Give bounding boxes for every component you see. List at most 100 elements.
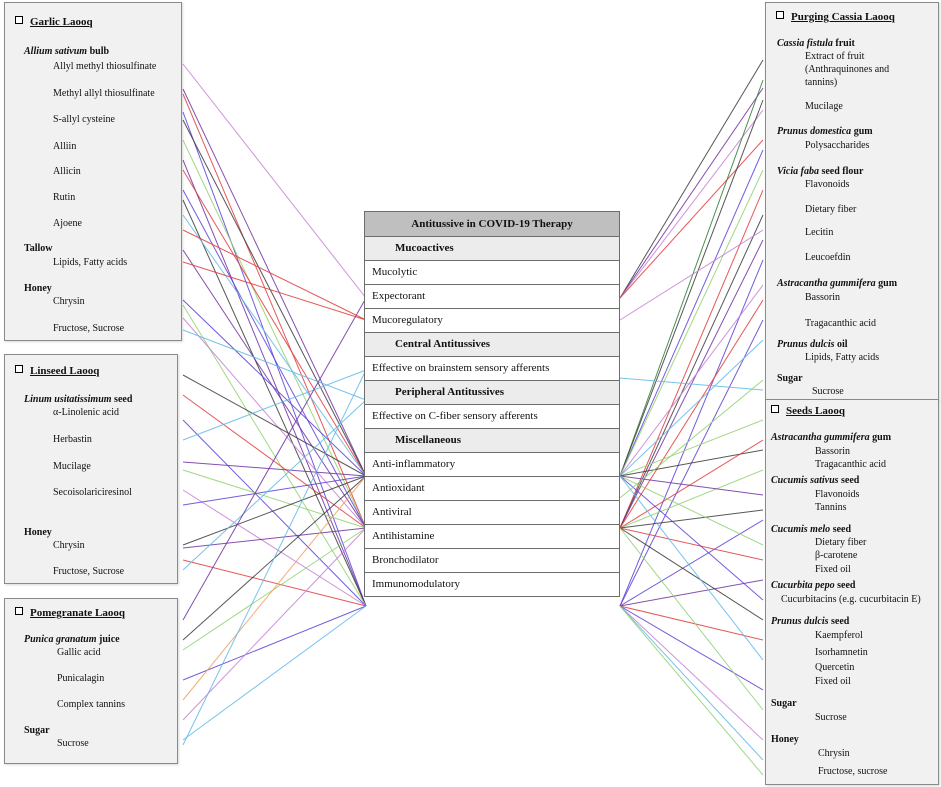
source-cucumis-melo: Cucumis melo seed — [771, 524, 852, 535]
source-sugar: Sugar — [771, 698, 797, 709]
connector-line-left — [182, 419, 367, 607]
connector-line-left — [182, 605, 367, 741]
compound-item: β-carotene — [815, 550, 858, 561]
source-vicia-faba: Vicia faba seed flour — [777, 166, 864, 177]
row-brainstem: Effective on brainstem sensory afferents — [364, 357, 620, 381]
source-prunus-dulcis: Prunus dulcis seed — [771, 616, 850, 627]
compound-item: Tragacanthic acid — [815, 459, 886, 470]
compound-item: α-Linolenic acid — [53, 407, 120, 418]
connector-line-right — [619, 79, 764, 477]
connector-line-right — [619, 214, 764, 529]
panel-title-garlic: Garlic Laooq — [15, 16, 93, 28]
row-antioxidant: Antioxidant — [364, 477, 620, 501]
connector-line-left — [182, 229, 367, 321]
connector-line-left — [182, 297, 367, 621]
category-central-antitussives: Central Antitussives — [364, 333, 620, 357]
connector-line-left — [182, 475, 367, 546]
connector-line-right — [619, 519, 764, 607]
connector-line-left — [182, 249, 367, 529]
connector-line-left — [182, 169, 367, 477]
compound-item: Extract of fruit — [805, 51, 865, 62]
connector-line-left — [182, 605, 367, 681]
row-anti-inflammatory: Anti-inflammatory — [364, 453, 620, 477]
compound-item: Chrysin — [53, 296, 85, 307]
panel-pomegranate-laooq: Pomegranate Laooq Punica granatum juice … — [4, 598, 178, 764]
compound-item: Alliin — [53, 141, 77, 152]
connector-line-right — [619, 139, 764, 299]
source-tallow: Tallow — [24, 243, 53, 254]
connector-line-right — [619, 419, 764, 477]
panel-linseed-laooq: Linseed Laooq Linum usitatissimum seed α… — [4, 354, 178, 584]
connector-line-right — [619, 605, 764, 691]
compound-item: Fructose, Sucrose — [53, 323, 125, 334]
connector-line-right — [619, 109, 764, 299]
connector-line-right — [619, 605, 764, 776]
row-c-fiber: Effective on C-fiber sensory afferents — [364, 405, 620, 429]
compound-item: Sucrose — [815, 712, 847, 723]
compound-item: Lipids, Fatty acids — [805, 352, 880, 363]
category-miscellaneous: Miscellaneous — [364, 429, 620, 453]
connector-line-right — [619, 579, 764, 607]
row-bronchodilator: Bronchodilator — [364, 549, 620, 573]
compound-item: Dietary fiber — [805, 204, 857, 215]
connector-line-right — [619, 475, 764, 496]
compound-item: Fixed oil — [815, 564, 851, 575]
connector-line-right — [619, 377, 764, 391]
connector-line-right — [619, 189, 764, 529]
compound-item: Gallic acid — [57, 647, 101, 658]
connector-line-right — [619, 99, 764, 477]
panel-garlic-laooq: Garlic Laooq Allium sativum bulb Allyl m… — [4, 2, 182, 341]
row-mucoregulatory: Mucoregulatory — [364, 309, 620, 333]
compound-item: Isorhamnetin — [815, 647, 868, 658]
compound-item: Sucrose — [57, 738, 89, 749]
panel-title-text: Garlic Laooq — [30, 16, 93, 28]
source-cucumis-sativus: Cucumis sativus seed — [771, 475, 860, 486]
compound-item: Sucrose — [812, 386, 844, 397]
table-title: Antitussive in COVID-19 Therapy — [364, 211, 620, 237]
connector-line-right — [619, 379, 764, 499]
connector-line-right — [619, 475, 764, 661]
source-sugar: Sugar — [777, 373, 803, 384]
category-peripheral-antitussives: Peripheral Antitussives — [364, 381, 620, 405]
connector-line-right — [619, 475, 764, 601]
compound-item: Cucurbitacins (e.g. cucurbitacin E) — [781, 594, 921, 605]
row-antihistamine: Antihistamine — [364, 525, 620, 549]
connector-line-right — [619, 339, 764, 477]
source-honey: Honey — [771, 734, 799, 745]
compound-item: Lecitin — [805, 227, 834, 238]
connector-line-left — [182, 527, 367, 651]
compound-item: Ajoene — [53, 218, 82, 229]
panel-title-text: Pomegranate Laooq — [30, 607, 126, 619]
compound-item: Secoisolariciresinol — [53, 487, 132, 498]
compound-item: Complex tannins — [57, 699, 126, 710]
source-honey: Honey — [24, 283, 52, 294]
connector-line-left — [182, 461, 367, 477]
connector-line-left — [182, 119, 367, 477]
source-linum-usitatissimum: Linum usitatissimum seed — [24, 394, 133, 405]
compound-item: Bassorin — [815, 446, 850, 457]
connector-line-left — [182, 304, 367, 607]
connector-line-right — [619, 87, 764, 299]
compound-item: Quercetin — [815, 662, 855, 673]
compound-item: Tannins — [815, 502, 847, 513]
connector-line-right — [619, 284, 764, 477]
source-prunus-dulcis: Prunus dulcis oil — [777, 339, 848, 350]
row-antiviral: Antiviral — [364, 501, 620, 525]
connector-line-left — [182, 139, 367, 529]
compound-item: Chrysin — [53, 540, 85, 551]
connector-line-left — [182, 317, 367, 529]
connector-line-left — [182, 299, 367, 477]
row-expectorant: Expectorant — [364, 285, 620, 309]
connector-line-right — [619, 299, 764, 529]
compound-item: S-allyl cysteine — [53, 114, 115, 125]
compound-item: Allicin — [53, 166, 81, 177]
connector-line-left — [182, 369, 367, 746]
connector-line-right — [619, 605, 764, 641]
connector-line-left — [182, 475, 367, 506]
connector-line-right — [619, 509, 764, 529]
connector-line-right — [619, 169, 764, 477]
source-prunus-domestica: Prunus domestica gum — [777, 126, 873, 137]
connector-line-left — [182, 199, 367, 607]
source-sugar: Sugar — [24, 725, 50, 736]
compound-item: Leucoefdin — [805, 252, 851, 263]
